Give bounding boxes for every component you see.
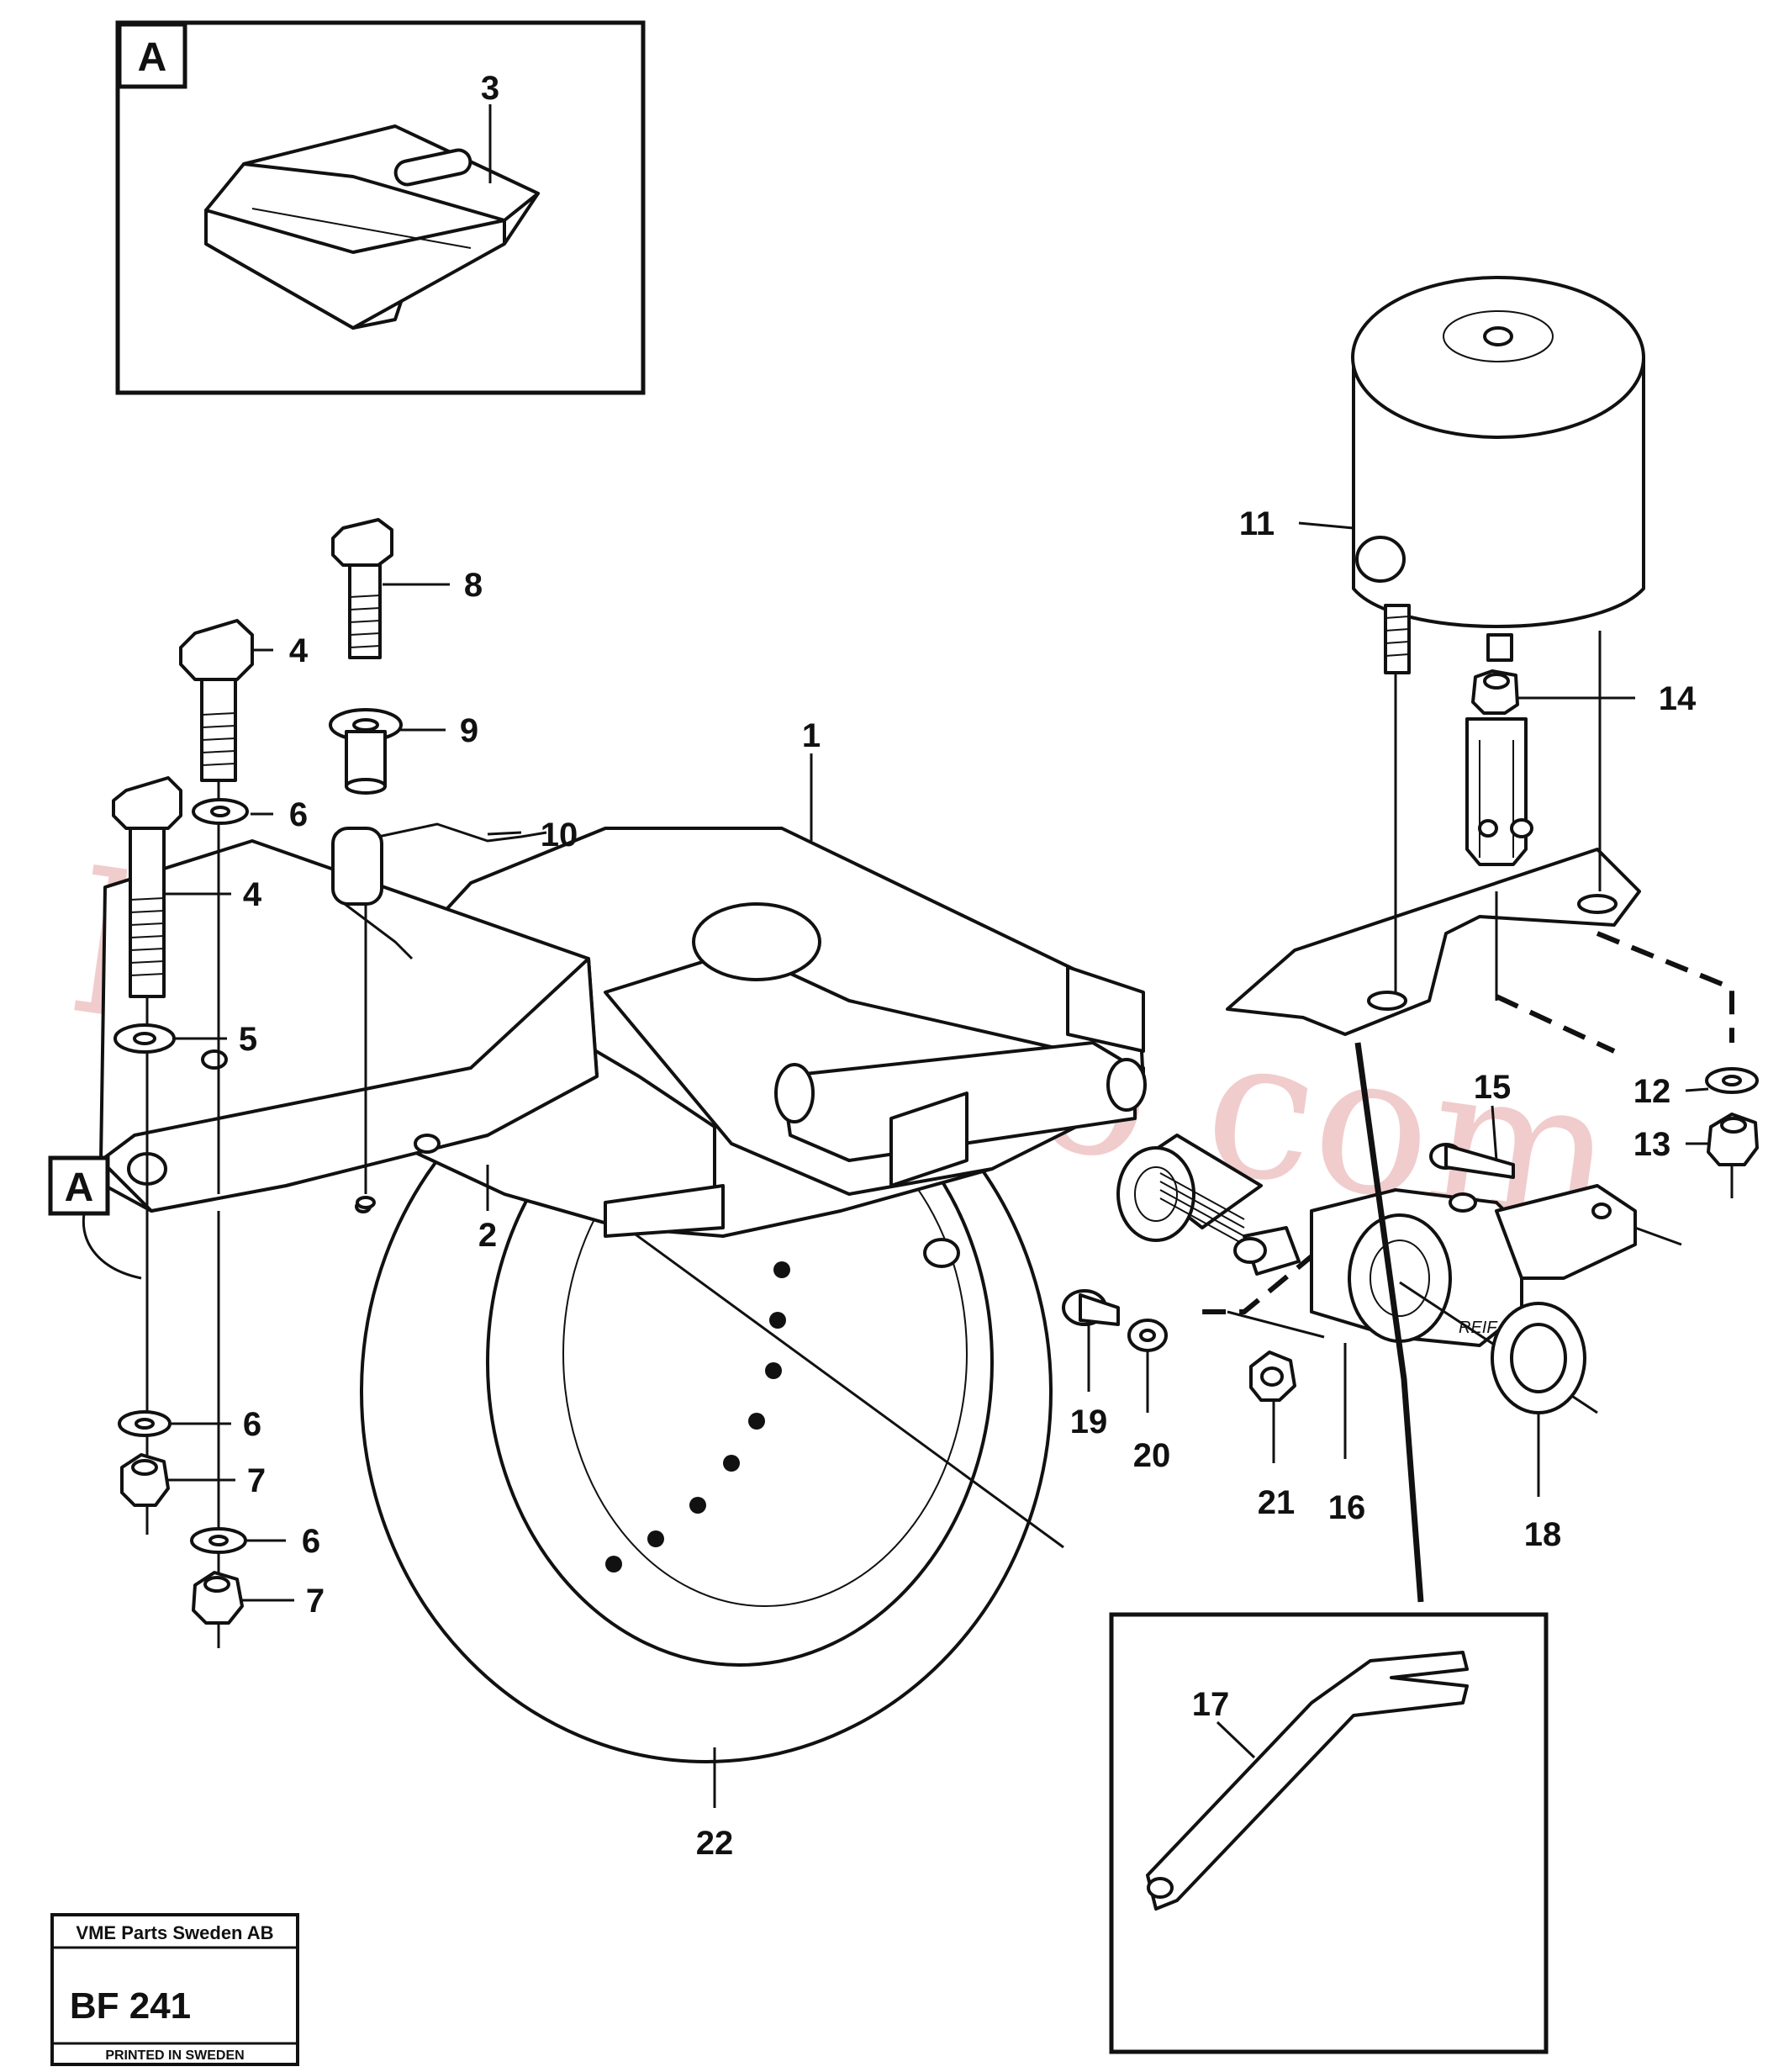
- callout-4-upper: 4: [289, 632, 309, 669]
- ring-18: [1491, 1302, 1586, 1414]
- clevis-14: [1465, 669, 1533, 866]
- washer-6-top: [192, 798, 249, 825]
- callout-14: 14: [1659, 680, 1697, 717]
- pin-15: [1429, 1143, 1515, 1179]
- callout-3: 3: [481, 70, 499, 107]
- callout-labels: 1 2 4 4 5 6 6 6 7 7 8 9 10 11 12 13 14 1…: [239, 505, 1697, 1862]
- stamp-company: VME Parts Sweden AB: [76, 1922, 273, 1943]
- nut-7-upper: [120, 1453, 170, 1507]
- brake-chamber-11: [1351, 276, 1645, 674]
- washer-12: [1705, 1067, 1759, 1094]
- callout-1: 1: [802, 717, 821, 754]
- inset-a-box: A 3: [115, 20, 646, 395]
- bolt-4-upper: [179, 619, 254, 782]
- bushing-9: [329, 708, 403, 795]
- washer-5: [113, 1023, 176, 1054]
- callout-18: 18: [1524, 1516, 1562, 1553]
- callout-8: 8: [464, 567, 483, 604]
- callout-13: 13: [1633, 1126, 1671, 1163]
- chamber-bracket: [1226, 848, 1641, 1036]
- detail-marker-a: A: [48, 1155, 142, 1280]
- callout-7-lower: 7: [306, 1583, 325, 1620]
- callout-11: 11: [1239, 505, 1275, 542]
- callout-6-top: 6: [289, 796, 308, 833]
- screw-19: [1062, 1289, 1120, 1326]
- stamp-code: BF 241: [70, 1985, 191, 2027]
- vme-stamp: VME Parts Sweden AB BF 241 PRINTED IN SW…: [50, 1913, 299, 2066]
- caliper-body-1: [368, 753, 1147, 1268]
- callout-20: 20: [1133, 1437, 1171, 1474]
- slack-adjuster-16: REIF: [1116, 1134, 1682, 1347]
- washer-6-low: [190, 1527, 247, 1554]
- callout-4-lower: 4: [243, 876, 262, 913]
- part-17-lever: [1146, 1651, 1469, 1911]
- callout-5: 5: [239, 1021, 257, 1058]
- lever-marking: REIF: [1459, 1319, 1498, 1337]
- part-3-wedge-drawing: [204, 124, 540, 330]
- inset-17-box: [1109, 1612, 1549, 2054]
- nut-13: [1707, 1113, 1759, 1166]
- washer-6-mid: [118, 1410, 172, 1437]
- callout-22: 22: [696, 1825, 734, 1862]
- callout-9: 9: [460, 712, 478, 749]
- bolt-8: [331, 518, 393, 659]
- callout-6-low: 6: [302, 1523, 320, 1560]
- nut-21: [1249, 1350, 1296, 1402]
- washer-20: [1127, 1319, 1168, 1352]
- callout-16: 16: [1328, 1489, 1366, 1526]
- callout-7-upper: 7: [247, 1462, 266, 1499]
- inset-a-letter: A: [138, 35, 167, 80]
- locking-clip: [1233, 1226, 1301, 1276]
- stamp-printed: PRINTED IN SWEDEN: [105, 2048, 244, 2063]
- spring-10: [331, 822, 547, 960]
- anchor-plate-2: [99, 839, 599, 1213]
- nut-7-lower: [192, 1571, 244, 1625]
- callout-19: 19: [1070, 1403, 1108, 1440]
- callout-6-mid: 6: [243, 1406, 261, 1443]
- callout-2: 2: [478, 1217, 497, 1254]
- callout-21: 21: [1258, 1484, 1296, 1521]
- svg-text:A: A: [65, 1166, 94, 1210]
- callout-15: 15: [1474, 1069, 1512, 1106]
- bolt-4-lower: [112, 776, 182, 998]
- callout-10: 10: [541, 817, 578, 854]
- callout-12: 12: [1633, 1073, 1671, 1110]
- leader-lines: [164, 521, 1709, 1808]
- callout-17: 17: [1192, 1686, 1230, 1723]
